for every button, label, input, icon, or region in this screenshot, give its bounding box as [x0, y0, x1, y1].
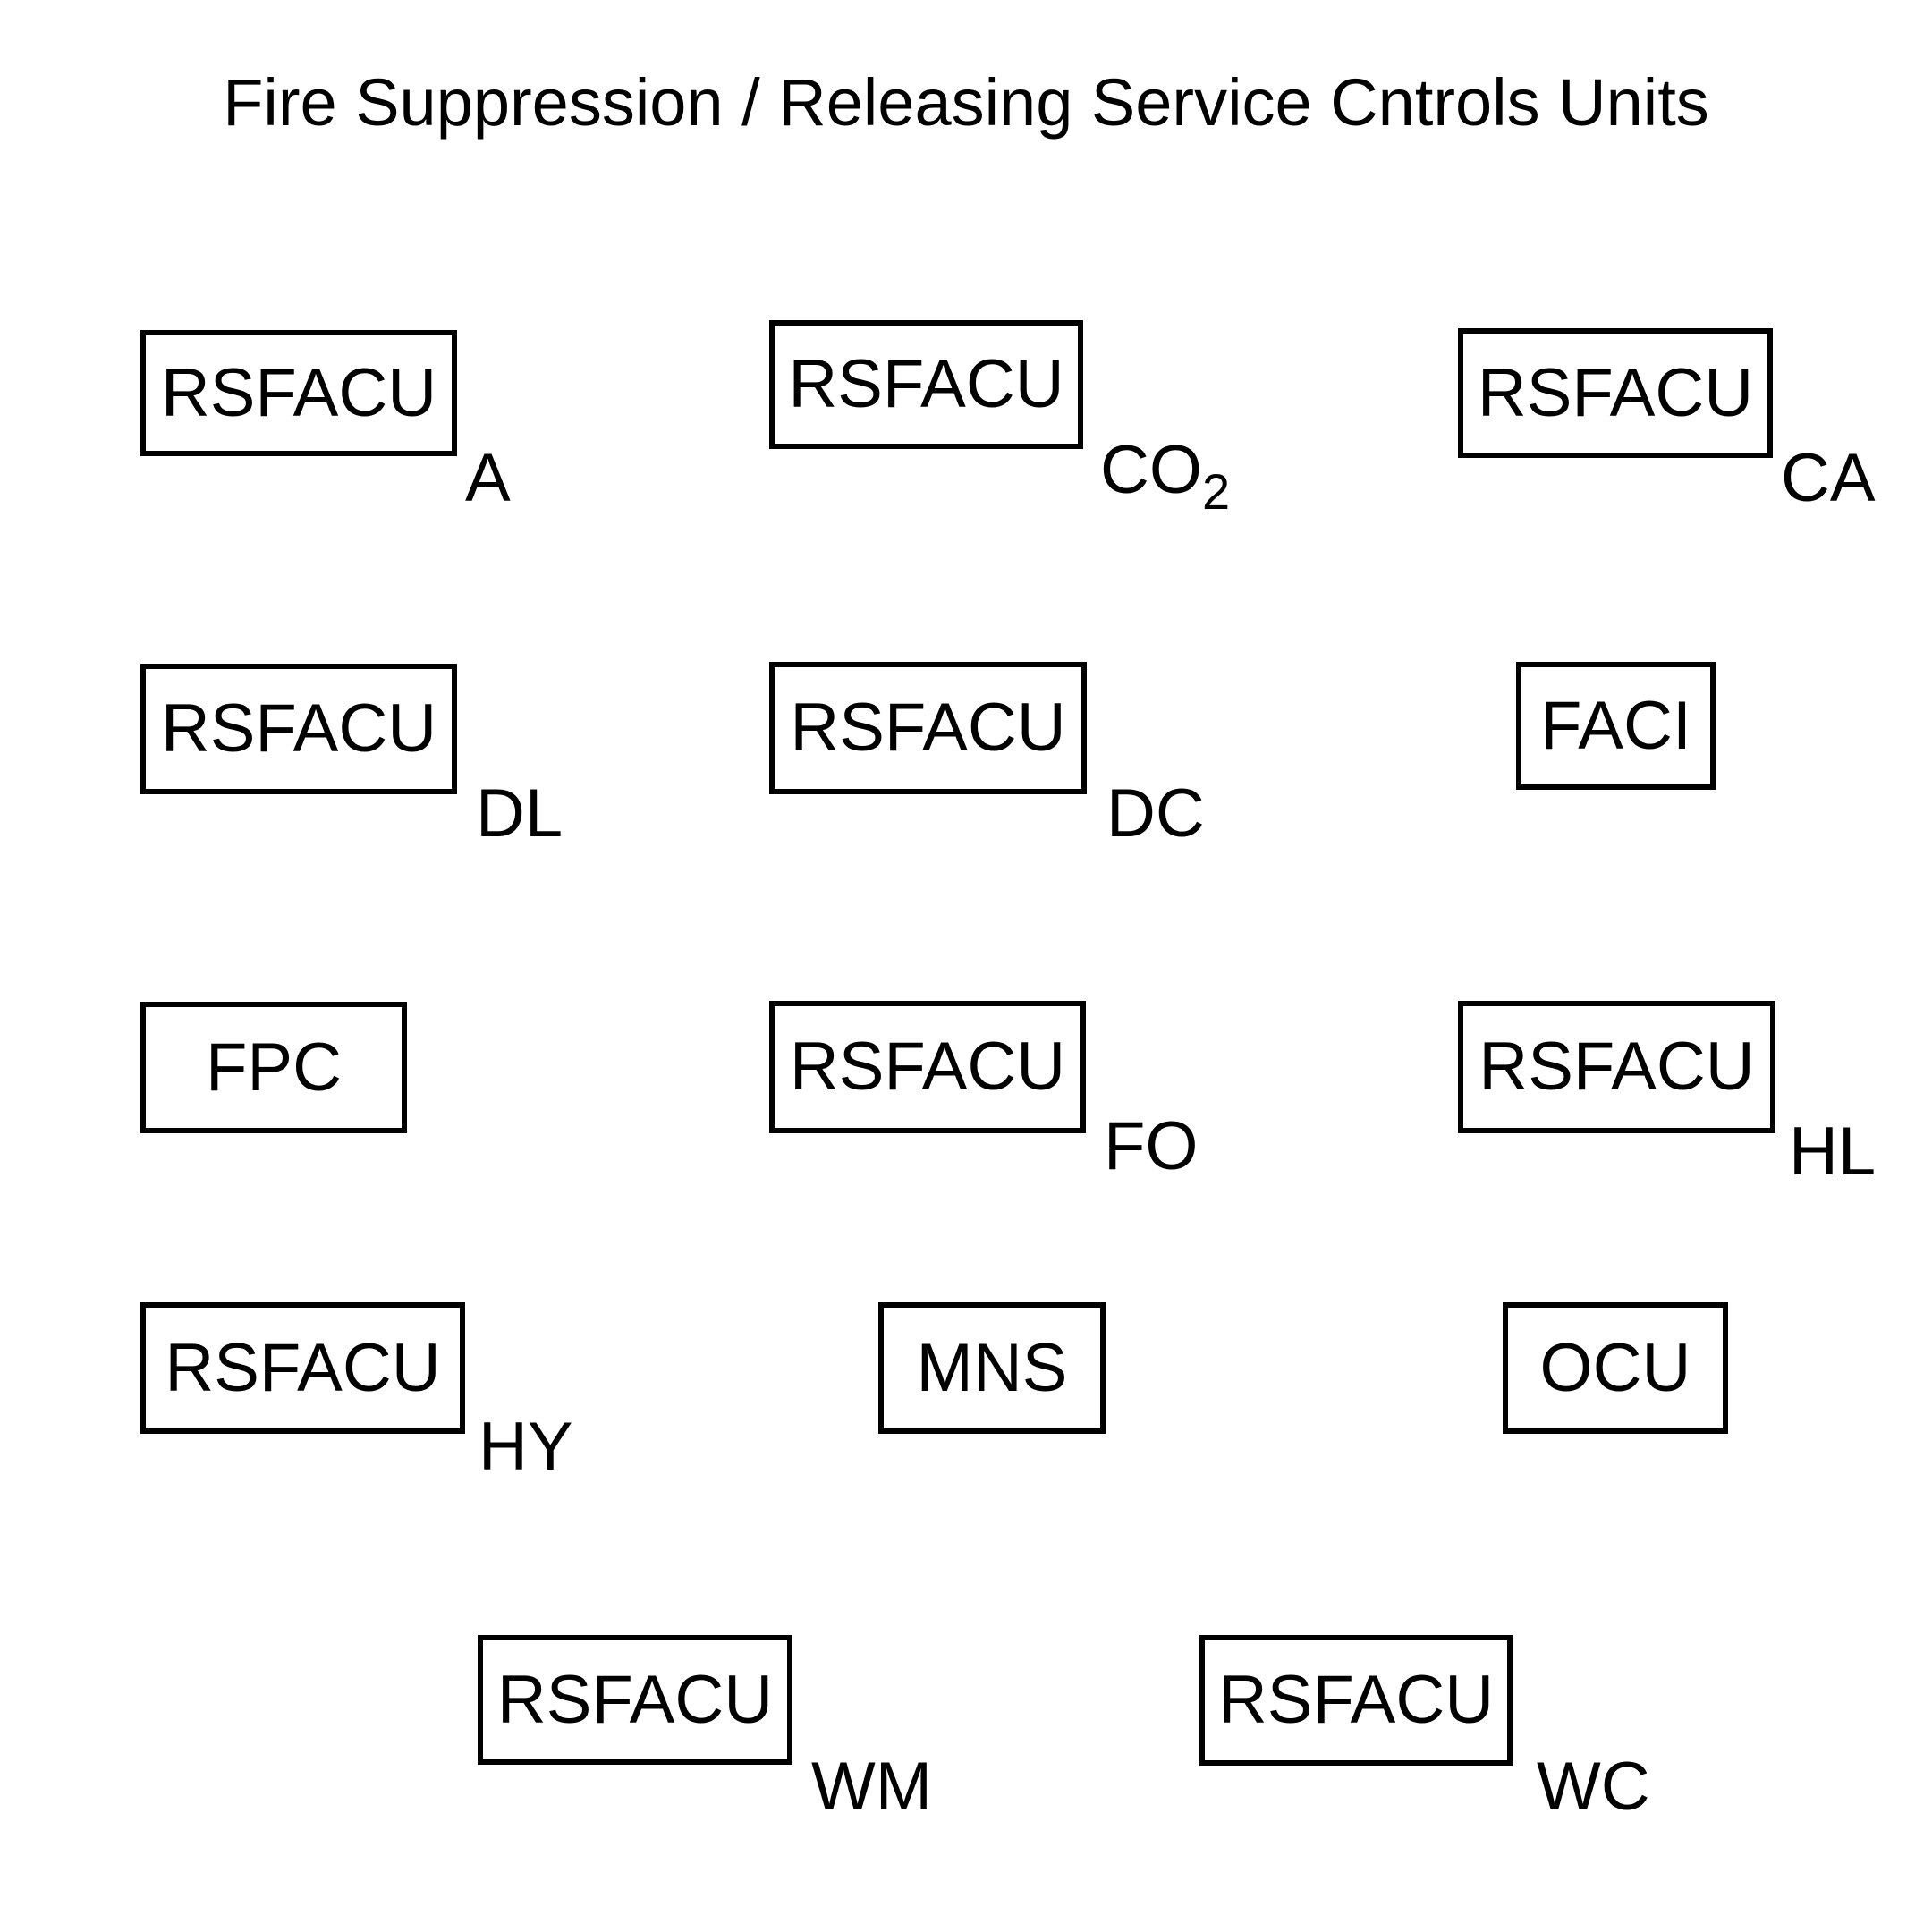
- unit-suffix-hy: HY: [479, 1409, 573, 1485]
- unit-suffix-wc: WC: [1537, 1749, 1650, 1825]
- unit-label: RSFACU: [789, 1029, 1066, 1105]
- unit-box-rsfacu-hl: RSFACU: [1458, 1001, 1775, 1133]
- unit-label: RSFACU: [788, 346, 1064, 422]
- unit-suffix-fo: FO: [1104, 1108, 1199, 1184]
- unit-suffix-dc: DC: [1106, 775, 1205, 852]
- unit-box-faci: FACI: [1516, 662, 1716, 790]
- unit-box-rsfacu-wc: RSFACU: [1199, 1635, 1513, 1766]
- unit-label: OCU: [1539, 1329, 1691, 1406]
- unit-box-rsfacu-co2: RSFACU: [769, 320, 1083, 449]
- unit-label: MNS: [916, 1329, 1068, 1406]
- unit-box-rsfacu-ca: RSFACU: [1458, 328, 1773, 458]
- suffix-main: CO: [1100, 432, 1202, 508]
- unit-suffix-dl: DL: [476, 775, 564, 852]
- unit-box-ocu: OCU: [1503, 1302, 1728, 1434]
- unit-suffix-a: A: [465, 440, 511, 516]
- suffix-subscript: 2: [1202, 463, 1231, 520]
- unit-label: RSFACU: [160, 691, 437, 767]
- unit-box-rsfacu-hy: RSFACU: [140, 1302, 465, 1434]
- unit-label: RSFACU: [1477, 354, 1754, 431]
- unit-box-rsfacu-fo: RSFACU: [769, 1001, 1086, 1133]
- unit-label: FPC: [206, 1029, 342, 1106]
- unit-suffix-hl: HL: [1789, 1114, 1877, 1190]
- unit-box-rsfacu-dl: RSFACU: [140, 664, 457, 794]
- unit-box-rsfacu-dc: RSFACU: [769, 662, 1087, 794]
- unit-label: RSFACU: [165, 1329, 441, 1406]
- unit-label: RSFACU: [790, 690, 1066, 766]
- diagram-title: Fire Suppression / Releasing Service Cnt…: [223, 65, 1709, 140]
- unit-label: RSFACU: [1479, 1029, 1755, 1105]
- unit-suffix-co2: CO2: [1100, 436, 1230, 517]
- unit-suffix-ca: CA: [1781, 440, 1876, 516]
- unit-box-mns: MNS: [878, 1302, 1106, 1434]
- unit-box-fpc: FPC: [140, 1002, 407, 1133]
- unit-label: RSFACU: [1217, 1662, 1495, 1738]
- unit-box-rsfacu-wm: RSFACU: [478, 1635, 792, 1765]
- unit-label: RSFACU: [160, 354, 437, 431]
- unit-suffix-wm: WM: [811, 1749, 933, 1825]
- unit-label: RSFACU: [496, 1661, 774, 1738]
- unit-label: FACI: [1540, 687, 1691, 764]
- unit-box-rsfacu-a: RSFACU: [140, 330, 457, 456]
